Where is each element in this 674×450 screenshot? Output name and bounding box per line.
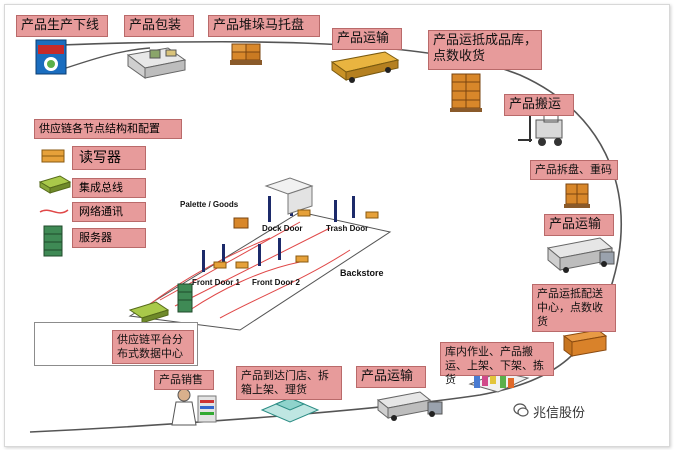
label-store-arrival: 产品到达门店、拆箱上架、理货 bbox=[236, 366, 342, 400]
forklift-icon bbox=[518, 108, 563, 146]
label-transport-2: 产品运输 bbox=[544, 214, 614, 236]
label-production-line: 产品生产下线 bbox=[16, 15, 108, 37]
distribution-crate-icon bbox=[562, 329, 608, 357]
unboxing-icon bbox=[260, 397, 320, 423]
label-trash-door: Trash Door bbox=[326, 224, 369, 233]
network-line-icon bbox=[39, 209, 69, 214]
detergent-box-icon bbox=[35, 39, 67, 75]
warehouse-shelves-icon bbox=[468, 371, 530, 393]
label-front-door-2: Front Door 2 bbox=[252, 278, 300, 287]
depalletize-pallet-icon bbox=[564, 183, 590, 208]
bus-icon bbox=[38, 175, 72, 194]
truck-icon-grey bbox=[546, 237, 615, 273]
packaging-machine-icon bbox=[126, 47, 187, 79]
label-transport-3: 产品运输 bbox=[356, 366, 426, 388]
legend-reader: 读写器 bbox=[72, 146, 146, 170]
label-handling: 产品搬运 bbox=[504, 94, 574, 116]
truck-icon-delivery bbox=[376, 391, 443, 421]
warehouse-pallet-icon bbox=[450, 73, 482, 112]
reader-icon bbox=[41, 149, 65, 163]
label-depalletize: 产品拆盘、重码 bbox=[530, 160, 618, 180]
floor-plan-diagram bbox=[128, 177, 392, 331]
legend-title: 供应链各节点结构和配置 bbox=[34, 119, 182, 139]
label-arrive-dc: 产品运抵配送中心，点数收货 bbox=[532, 284, 616, 332]
pallet-stack-icon bbox=[230, 43, 262, 65]
legend-network: 网络通讯 bbox=[72, 202, 146, 222]
legend-server: 服务器 bbox=[72, 228, 146, 248]
cashier-icon bbox=[171, 388, 217, 426]
label-sales: 产品销售 bbox=[154, 370, 214, 390]
label-dock-door: Dock Door bbox=[262, 224, 303, 233]
label-palletizing: 产品堆垛马托盘 bbox=[208, 15, 320, 37]
label-dc-ops: 库内作业、产品搬运、上架、下架、拣货 bbox=[440, 342, 554, 386]
label-arrive-warehouse: 产品运抵成品库，点数收货 bbox=[428, 30, 542, 70]
label-packaging: 产品包装 bbox=[124, 15, 194, 37]
label-datacenter: 供应链平台分布式数据中心 bbox=[112, 330, 194, 364]
wechat-icon bbox=[513, 403, 529, 417]
server-icon bbox=[43, 225, 63, 257]
label-backstore: Backstore bbox=[340, 268, 384, 278]
legend-bus: 集成总线 bbox=[72, 178, 146, 198]
watermark-text: 兆信股份 bbox=[533, 406, 586, 421]
label-palette-goods: Palette / Goods bbox=[180, 200, 239, 209]
flow-loop-top bbox=[59, 47, 151, 71]
label-transport-1: 产品运输 bbox=[332, 28, 402, 50]
truck-icon-yellow bbox=[330, 51, 400, 83]
label-front-door-1: Front Door 1 bbox=[192, 278, 240, 287]
